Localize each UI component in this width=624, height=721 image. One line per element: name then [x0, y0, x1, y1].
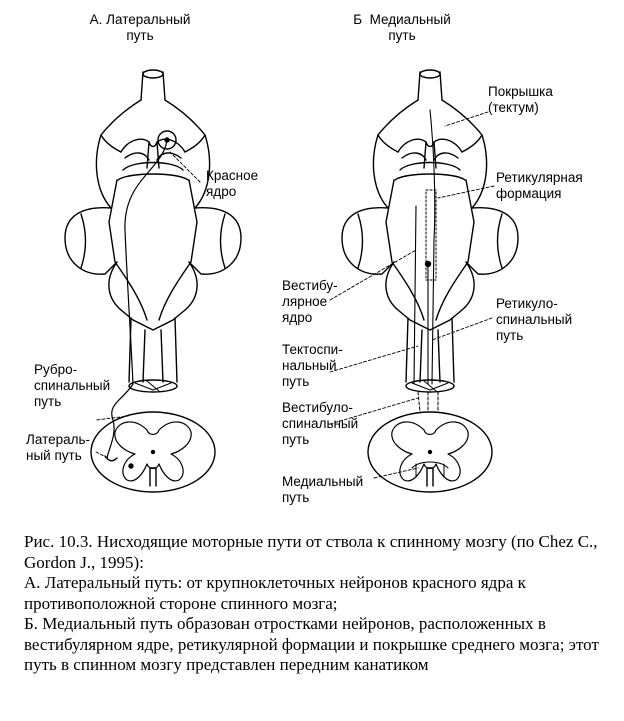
caption-item-b: Б. Медиальный путь образован отростками …	[24, 614, 599, 674]
label-vestibular-nucleus: Вестибу- лярное ядро	[282, 278, 338, 325]
panel-b-title: Б Медиальный путь	[353, 12, 451, 43]
label-reticular-formation: Ретикулярная формация	[496, 170, 583, 201]
panel-b-brainstem	[341, 69, 519, 493]
caption-item-a: А. Латеральный путь: от крупноклеточных …	[24, 573, 526, 613]
label-vestibulospinal: Вестибуло- спинальный путь	[282, 400, 359, 447]
label-tectum: Покрышка (тектум)	[488, 84, 553, 115]
label-reticulospinal: Ретикуло- спинальный путь	[496, 296, 573, 343]
label-lateral-path: Латераль- ный путь	[26, 432, 91, 463]
label-red-nucleus: Красное ядро	[206, 168, 259, 199]
caption-title: Рис. 10.3. Нисходящие моторные пути от с…	[24, 532, 598, 572]
red-nucleus-icon	[157, 130, 177, 150]
descending-pathways-diagram	[64, 69, 519, 493]
panel-a-title: А. Латеральный путь	[89, 12, 191, 43]
panel-b-leaders	[329, 111, 495, 479]
panel-a-brainstem	[64, 69, 242, 493]
label-medial-path: Медиальный путь	[282, 474, 364, 505]
figure-caption: Рис. 10.3. Нисходящие моторные пути от с…	[24, 532, 614, 676]
panel-a-leaders	[95, 151, 201, 459]
label-rubrospinal: Рубро- спинальный путь	[34, 362, 111, 409]
label-tectospinal: Тектоспи- нальный путь	[282, 342, 343, 389]
